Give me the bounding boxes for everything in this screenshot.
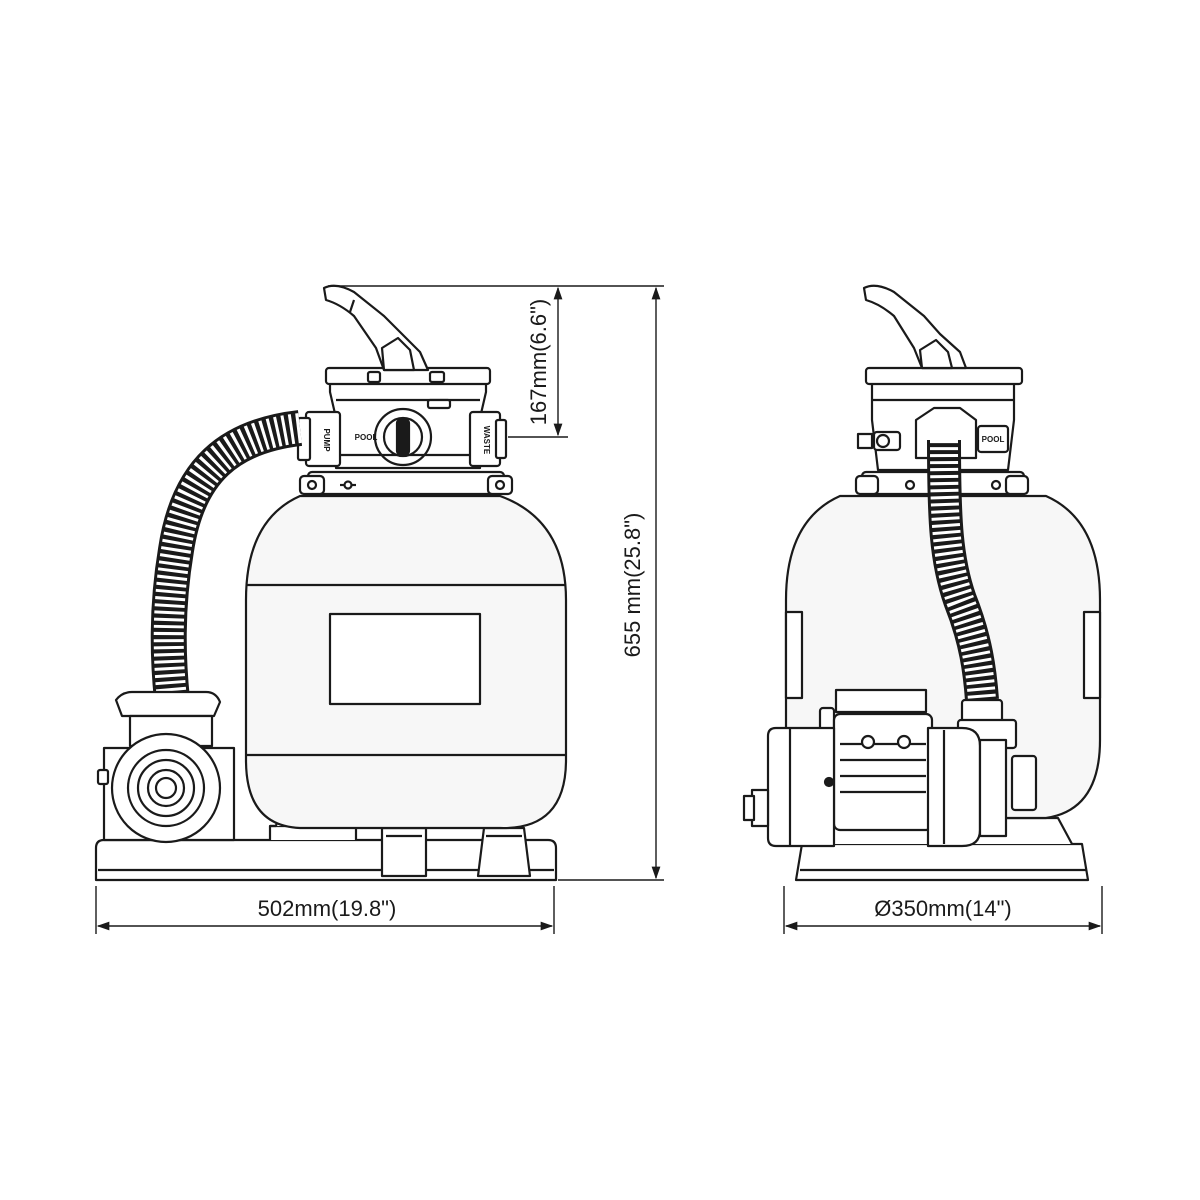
front-tank-label-plate [328, 612, 482, 706]
side-valve-handle [862, 284, 968, 370]
label-pool-front: POOL [355, 433, 378, 442]
side-view [742, 284, 1102, 882]
dimension-texts: 502mm(19.8") Ø350mm(14") 655 mm(25.8") 1… [258, 299, 1012, 921]
label-pump: PUMP [322, 428, 331, 452]
front-clamp [298, 470, 514, 496]
label-waste: WASTE [482, 426, 491, 455]
front-base-tray [94, 824, 558, 882]
label-pool-side: POOL [982, 435, 1005, 444]
height-dimension-label: 655 mm(25.8") [620, 513, 645, 658]
diameter-dimension-label: Ø350mm(14") [874, 896, 1011, 921]
front-view [94, 284, 568, 882]
front-tank [244, 494, 568, 830]
side-hose [927, 439, 999, 702]
side-pump [742, 688, 1038, 848]
front-pump [96, 690, 236, 844]
dimension-lines [95, 285, 1103, 934]
front-valve-handle [322, 284, 430, 372]
valve-labels: PUMP POOL WASTE POOL [322, 426, 1004, 455]
front-hose [150, 410, 303, 702]
front-multiport-valve [296, 366, 508, 470]
width-dimension-label: 502mm(19.8") [258, 896, 397, 921]
valve-dimension-label: 167mm(6.6") [526, 299, 551, 425]
